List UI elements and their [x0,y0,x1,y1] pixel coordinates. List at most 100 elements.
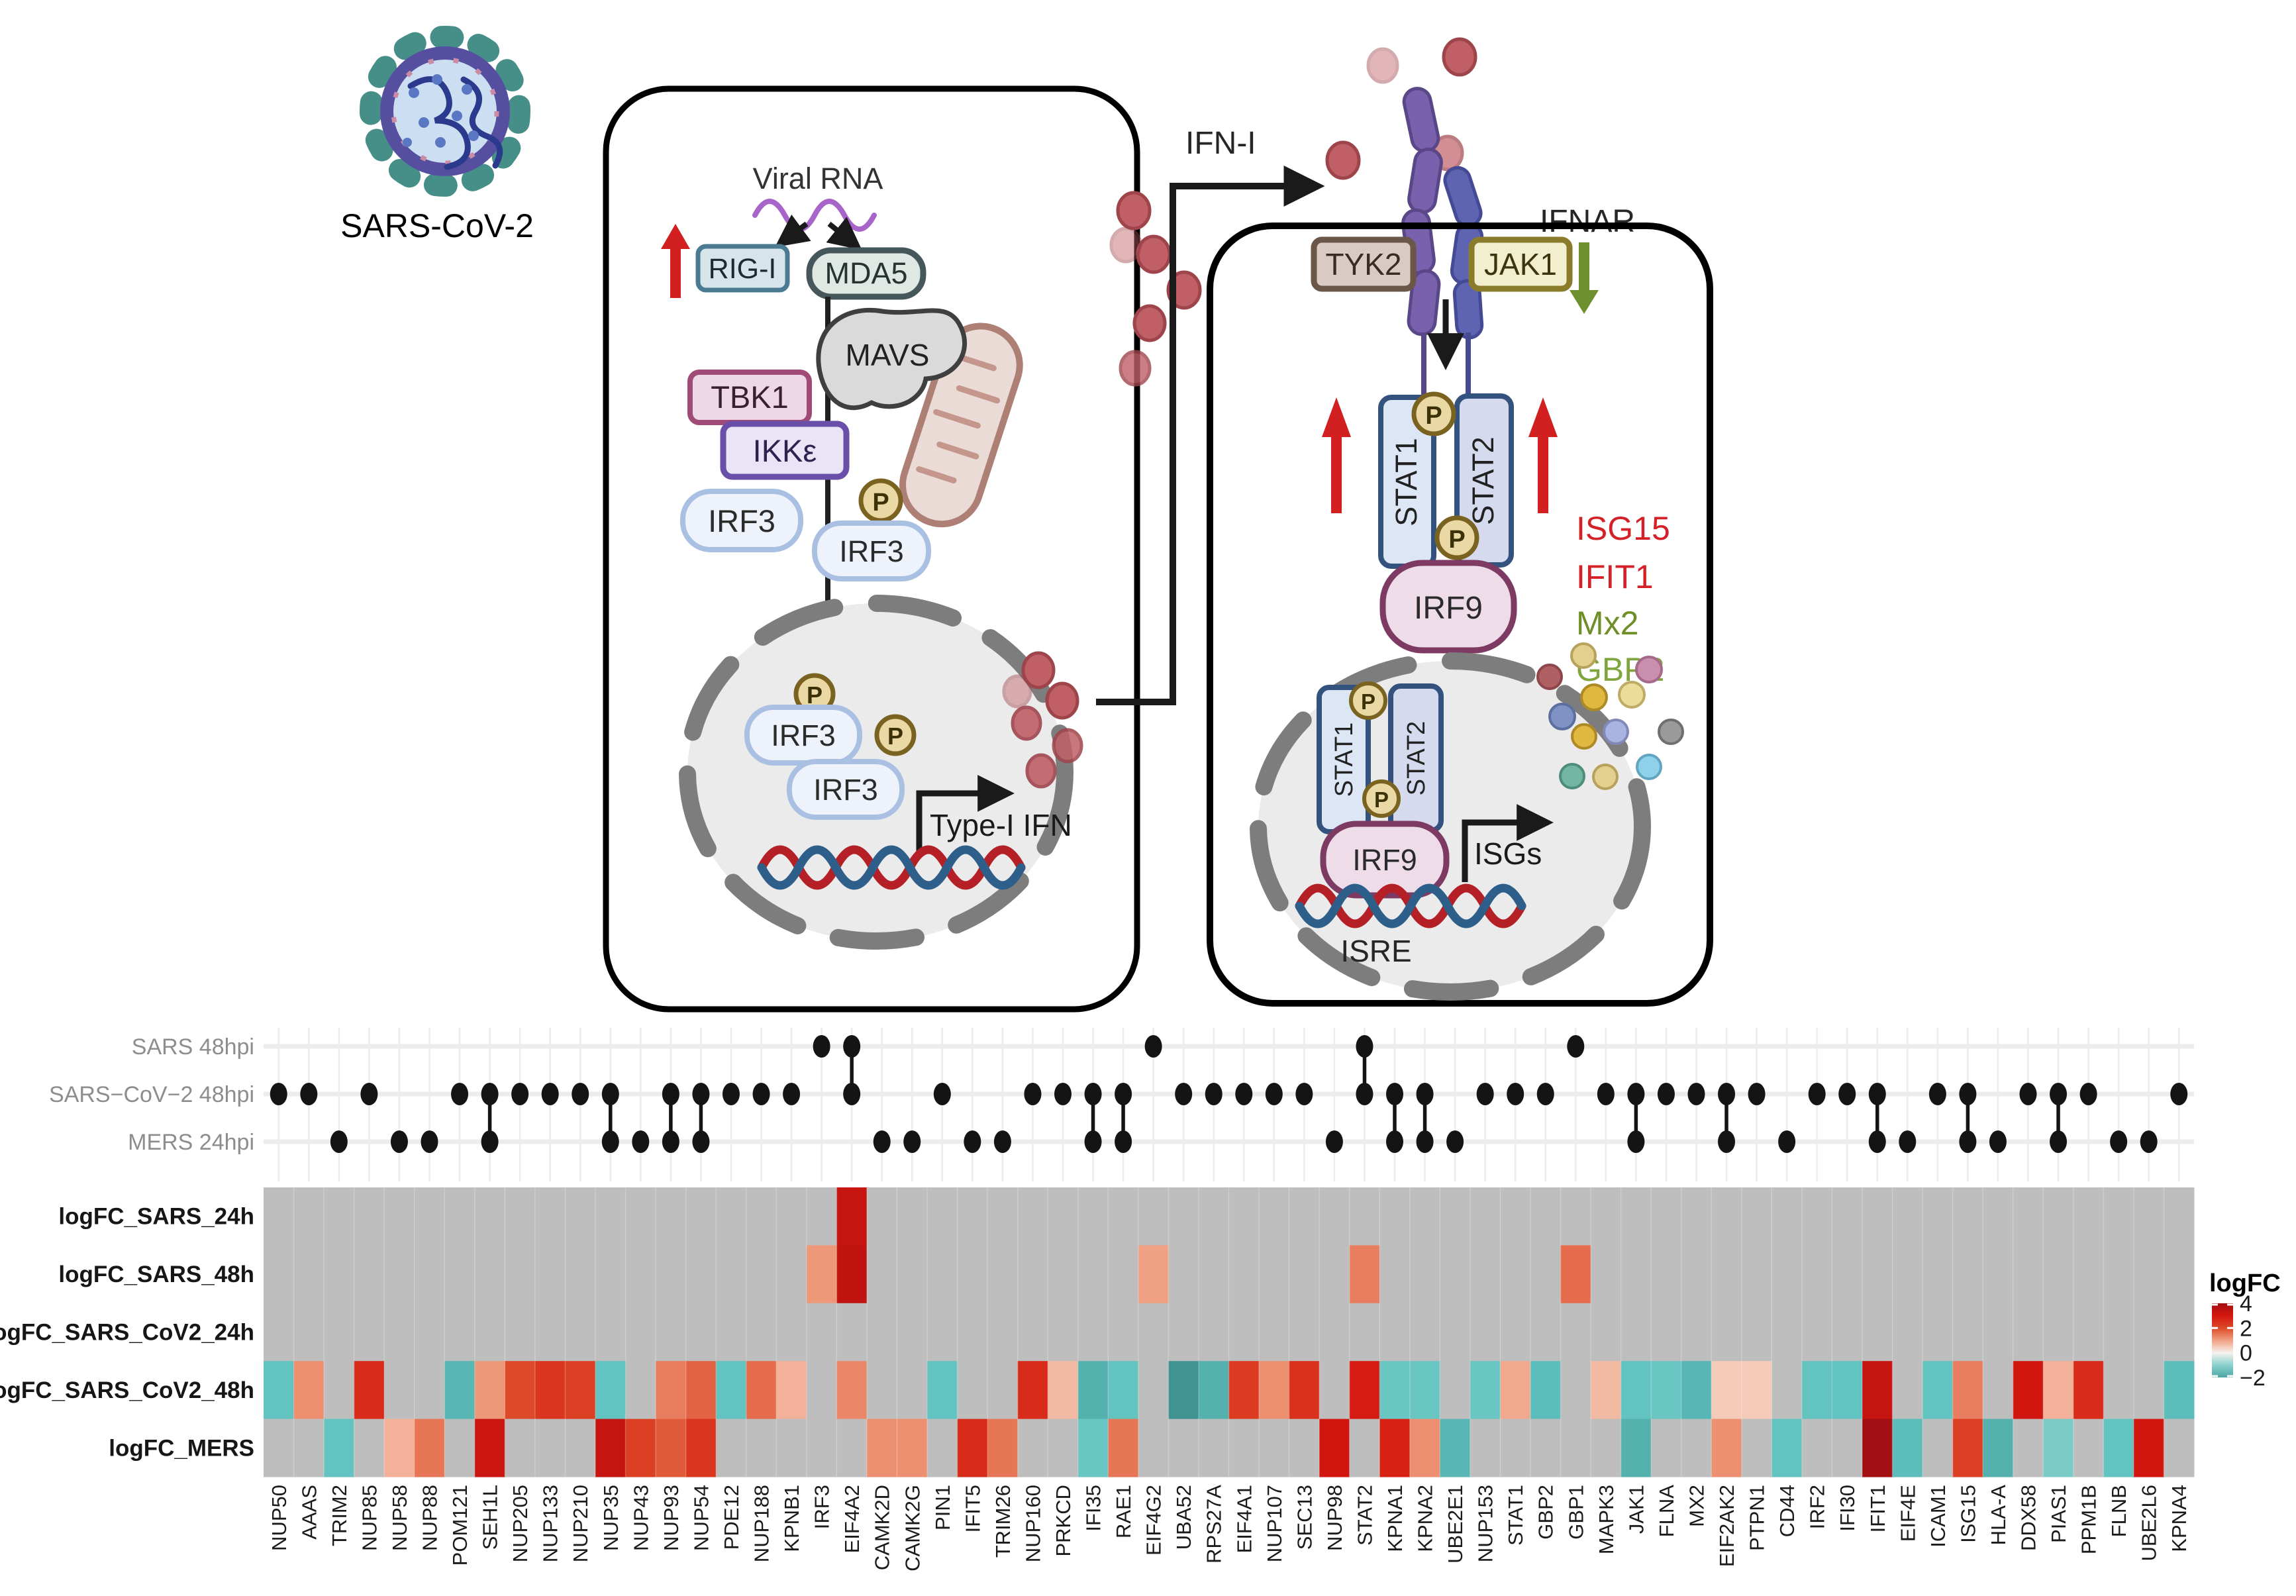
heatmap-cell [1711,1361,1742,1420]
heatmap-cell [987,1361,1019,1420]
irf3-pill-phospho: IRF3 [812,521,931,581]
heatmap-cell [625,1303,656,1362]
heatmap-cell [957,1187,988,1246]
heatmap-cell [1319,1187,1350,1246]
gene-label: STAT2 [1353,1485,1376,1546]
heatmap-cell [1349,1361,1380,1420]
heatmap-cell [1228,1187,1260,1246]
heatmap-cell [354,1245,385,1304]
virus-label: SARS-CoV-2 [340,207,534,244]
heatmap-cell [1379,1361,1411,1420]
heatmap-cell [2073,1245,2104,1304]
irf3-label: IRF3 [839,534,904,568]
legend-title: logFC [2209,1270,2281,1297]
heatmap-cell [565,1419,596,1477]
heatmap-cell [1319,1303,1350,1362]
phospho-label: P [887,723,903,750]
heatmap-cell [1440,1245,1471,1304]
heatmap-cell [1862,1303,1893,1362]
upset-dot [1325,1130,1343,1153]
heatmap-cell [1048,1187,1079,1246]
gene-label: KPNA2 [1414,1485,1437,1552]
heatmap-cell [2013,1419,2044,1477]
gene-label: IRF2 [1806,1485,1829,1529]
heatmap-cell [565,1245,596,1304]
heatmap-cell [1138,1245,1169,1304]
heatmap-cell [595,1361,626,1420]
upset-dot [1446,1130,1464,1153]
legend-tick-label: −2 [2240,1366,2266,1391]
heatmap-cell [1379,1245,1411,1304]
upset-dot [1476,1083,1494,1105]
gene-label: UBA52 [1172,1485,1195,1550]
dna-helix-icon [757,845,1026,890]
heatmap-cell [1741,1187,1772,1246]
upset-dot [1054,1083,1072,1105]
heatmap-cell [866,1303,897,1362]
upset-dot-matrix [264,1025,2194,1183]
heatmap-cell [927,1361,958,1420]
upset-dot [1748,1083,1766,1105]
heatmap-cell [836,1245,868,1304]
heatmap-cell [1591,1187,1622,1246]
heatmap-cell [1440,1361,1471,1420]
gene-label: EIF4G2 [1142,1485,1166,1556]
heatmap-cell [1711,1419,1742,1477]
heatmap-cell [2013,1361,2044,1420]
stat2-label: STAT2 [1403,721,1430,796]
heatmap-cell [927,1303,958,1362]
upset-dot [1627,1130,1645,1153]
heatmap-cell [1198,1303,1229,1362]
heatmap-cell [1470,1303,1501,1362]
heatmap-cell [384,1419,415,1477]
heatmap-cell [1681,1419,1712,1477]
gene-label: IFI30 [1836,1485,1859,1532]
upset-dot [1507,1083,1524,1105]
heatmap-cell [1983,1187,2014,1246]
cell2-membrane [1207,223,1713,1007]
gene-label: NUP35 [599,1485,623,1551]
heatmap-cell [1651,1245,1682,1304]
gene-label: KPNA4 [2168,1485,2191,1552]
heatmap-cell [324,1187,355,1246]
upset-dot [813,1035,830,1058]
heatmap-cell [444,1419,475,1477]
upset-dot [330,1130,348,1153]
heatmap-cell [1772,1245,1803,1304]
upset-dot [843,1035,861,1058]
upset-dot [270,1083,287,1105]
heatmap-legend: logFC 420−2 [2209,1270,2281,1391]
phospho-badge: P [858,478,903,523]
heatmap-cell [2133,1245,2164,1304]
upset-dot [451,1083,469,1105]
heatmap-cell [1922,1245,1954,1304]
heatmap-cell [2043,1245,2074,1304]
heatmap-cell [2013,1187,2044,1246]
irf3-label: IRF3 [708,503,775,538]
stat1-box: STAT1 [1378,395,1436,569]
gene-label: NUP43 [629,1485,652,1551]
upset-dot [481,1083,499,1105]
heatmap-cell [897,1303,928,1362]
phospho-label: P [807,681,823,709]
heatmap-cell [1560,1303,1591,1362]
heatmap-cell [1228,1419,1260,1477]
upset-dot [1265,1083,1283,1105]
heatmap-cell [1409,1361,1440,1420]
heatmap-cell [1862,1245,1893,1304]
gene-label: NUP93 [660,1485,683,1551]
stat2-label: STAT2 [1466,436,1500,524]
upset-dot [601,1130,619,1153]
heatmap-cell [324,1361,355,1420]
heatmap-cell [1077,1187,1109,1246]
gene-label: RAE1 [1112,1485,1135,1538]
heatmap-cell [2133,1303,2164,1362]
heatmap-cell [1801,1187,1832,1246]
upset-dot [360,1083,378,1105]
gene-label: UBE2E1 [1444,1485,1467,1564]
upset-dot [2110,1130,2128,1153]
upset-dot [752,1083,770,1105]
legend-ticks: 420−2 [2212,1291,2266,1391]
heatmap-cell [1409,1303,1440,1362]
heatmap-cell [776,1187,807,1246]
